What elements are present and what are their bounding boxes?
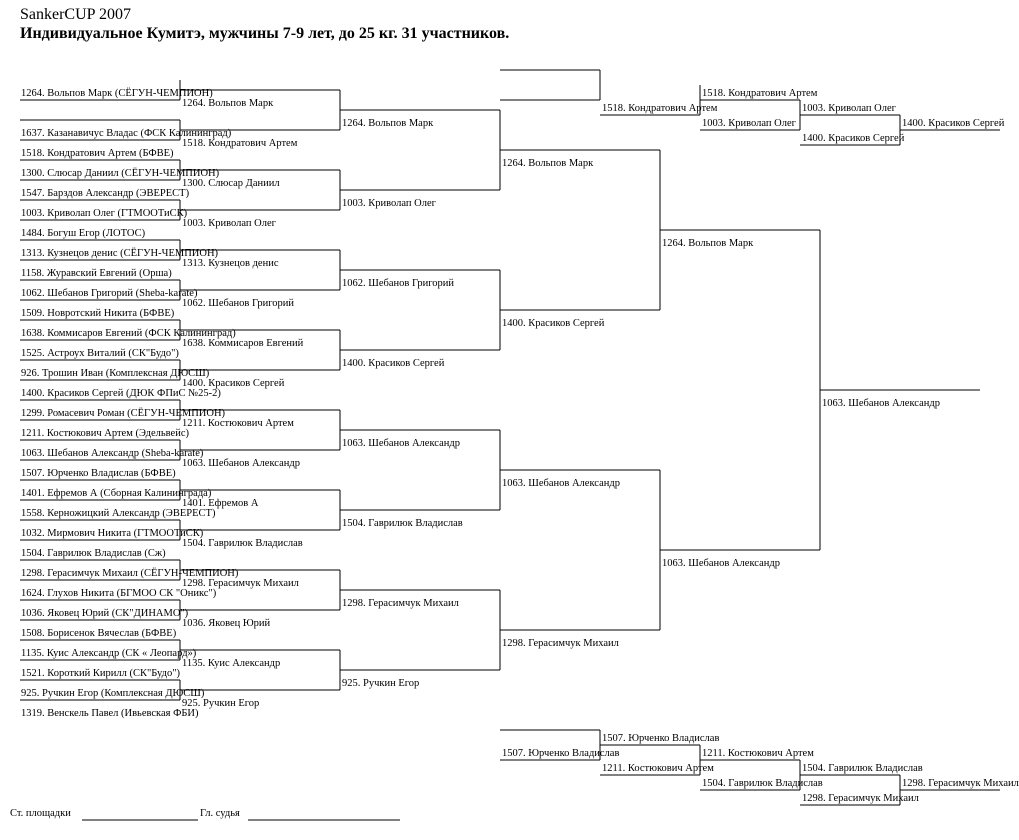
repechage-entry: 1211. Костюкович Артем — [702, 748, 814, 759]
site-official-label: Ст. площадки — [10, 808, 71, 819]
bracket-entry: 1504. Гаврилюк Владислав — [182, 538, 303, 549]
bracket-entry: 1298. Герасимчук Михаил — [182, 578, 299, 589]
bracket-entry: 1507. Юрченко Владислав (БФВЕ) — [21, 468, 176, 479]
bracket-entry: 1401. Ефремов А (Сборная Калининграда) — [21, 488, 212, 499]
bracket-entry: 1504. Гаврилюк Владислав (Сж) — [21, 548, 166, 559]
event-title: SankerCUP 2007 — [20, 6, 131, 23]
bracket-entry: 1508. Борисенок Вячеслав (БФВЕ) — [21, 628, 177, 639]
bracket-entry: 926. Трошин Иван (Комплексная ДЮСШ) — [21, 368, 210, 379]
repechage-entry: 1400. Красиков Сергей — [802, 133, 905, 144]
bracket-entry: 1298. Герасимчук Михаил — [502, 638, 619, 649]
bracket-entry: 1003. Криволап Олег — [182, 218, 276, 229]
repechage-entry: 1298. Герасимчук Михаил — [802, 793, 919, 804]
bracket-entry: 1313. Кузнецов денис — [182, 258, 279, 269]
bracket-entry: 1319. Венскель Павел (Ивьевская ФБИ) — [21, 708, 199, 719]
bracket-entry: 1264. Вольпов Марк — [182, 98, 274, 109]
bracket-entry: 925. Ручкин Егор (Комплексная ДЮСШ) — [21, 688, 205, 699]
bracket-entry: 1003. Криволап Олег — [342, 198, 436, 209]
bracket-entry: 1298. Герасимчук Михаил — [342, 598, 459, 609]
bracket-entry: 1211. Костюкович Артем — [182, 418, 294, 429]
head-judge-label: Гл. судья — [200, 808, 240, 819]
bracket-entry: 1135. Куис Александр — [182, 658, 281, 669]
bracket-entry: 1264. Вольпов Марк — [342, 118, 434, 129]
final-winner: 1063. Шебанов Александр — [822, 398, 940, 409]
repechage-entry: 1003. Криволап Олег — [702, 118, 796, 129]
bracket-entry: 1062. Шебанов Григорий (Sheba-karate) — [21, 288, 198, 299]
bracket-entry: 1264. Вольпов Марк — [502, 158, 594, 169]
bracket-entry: 925. Ручкин Егор — [342, 678, 420, 689]
bracket-entry: 1638. Коммисаров Евгений (ФСК Калинингра… — [21, 328, 236, 339]
bracket-entry: 1062. Шебанов Григорий — [182, 298, 295, 309]
bracket-entry: 1638. Коммисаров Евгений — [182, 338, 304, 349]
bracket-entry: 1062. Шебанов Григорий — [342, 278, 455, 289]
bracket-entry: 1264. Вольпов Марк (СЁГУН-ЧЕМПИОН) — [21, 88, 213, 99]
bracket-entry: 1400. Красиков Сергей — [342, 358, 445, 369]
bracket-entry: 1401. Ефремов А — [182, 498, 259, 509]
bracket-entry: 1032. Мирмович Никита (ГТМООТиСК) — [21, 528, 204, 539]
bracket-entry: 1558. Керножицкий Александр (ЭВЕРЕСТ) — [21, 508, 216, 519]
bracket-entry: 1063. Шебанов Александр — [342, 438, 460, 449]
bracket-entry: 1063. Шебанов Александр — [182, 458, 300, 469]
bracket-entry: 925. Ручкин Егор — [182, 698, 260, 709]
repechage-entry: 1507. Юрченко Владислав — [602, 733, 720, 744]
bracket-entry: 1547. Барздов Александр (ЭВЕРЕСТ) — [21, 188, 190, 199]
bracket-entry: 1063. Шебанов Александр — [662, 558, 780, 569]
repechage-entry: 1518. Кондратович Артем — [702, 88, 818, 99]
bracket-entry: 1313. Кузнецов денис (СЁГУН-ЧЕМПИОН) — [21, 248, 219, 259]
bracket-entry: 1624. Глухов Никита (БГМОО СК "Оникс") — [21, 588, 217, 599]
bracket-entry: 1518. Кондратович Артем — [182, 138, 298, 149]
bracket-entry: 1484. Богуш Егор (ЛОТОС) — [21, 228, 146, 239]
bracket-entry: 1299. Ромасевич Роман (СЁГУН-ЧЕМПИОН) — [21, 408, 226, 419]
bracket-entry: 1400. Красиков Сергей — [182, 378, 285, 389]
bracket-entry: 1637. Казанавичус Владас (ФСК Калинингра… — [21, 128, 232, 139]
bracket-entry: 1521. Короткий Кирилл (СК"Будо") — [21, 668, 181, 679]
bracket-entry: 1264. Вольпов Марк — [662, 238, 754, 249]
bracket-entry: 1063. Шебанов Александр (Sheba-karate) — [21, 448, 204, 459]
bracket-entry: 1158. Журавский Евгений (Орша) — [21, 268, 172, 279]
repechage-entry: 1003. Криволап Олег — [802, 103, 896, 114]
bracket-entry: 1400. Красиков Сергей — [502, 318, 605, 329]
repechage-entry: 1507. Юрченко Владислав — [502, 748, 620, 759]
repechage-entry: 1504. Гаврилюк Владислав — [702, 778, 823, 789]
category-title: Индивидуальное Кумитэ, мужчины 7-9 лет, … — [20, 25, 510, 42]
bracket-entry: 1504. Гаврилюк Владислав — [342, 518, 463, 529]
repechage-entry: 1400. Красиков Сергей — [902, 118, 1005, 129]
bracket-entry: 1400. Красиков Сергей (ДЮК ФПиС №25-2) — [21, 388, 221, 399]
bracket-entry: 1509. Новротский Никита (БФВЕ) — [21, 308, 175, 319]
repechage-entry: 1518. Кондратович Артем — [602, 103, 718, 114]
bracket-entry: 1135. Куис Александр (СК « Леопард») — [21, 648, 197, 659]
bracket-entry: 1300. Слюсар Даниил — [182, 178, 280, 189]
repechage-entry: 1504. Гаврилюк Владислав — [802, 763, 923, 774]
bracket-entry: 1300. Слюсар Даниил (СЁГУН-ЧЕМПИОН) — [21, 168, 220, 179]
bracket-entry: 1036. Яковец Юрий — [182, 618, 271, 629]
bracket-entry: 1518. Кондратович Артем (БФВЕ) — [21, 148, 174, 159]
repechage-entry: 1298. Герасимчук Михаил — [902, 778, 1019, 789]
bracket-entry: 1003. Криволап Олег (ГТМООТиСК) — [21, 208, 188, 219]
bracket-entry: 1298. Герасимчук Михаил (СЁГУН-ЧЕМПИОН) — [21, 568, 239, 579]
bracket-entry: 1063. Шебанов Александр — [502, 478, 620, 489]
bracket-entry: 1525. Астроух Виталий (СК"Будо") — [21, 348, 179, 359]
bracket-entry: 1036. Яковец Юрий (СК"ДИНАМО") — [21, 608, 189, 619]
bracket-entry: 1211. Костюкович Артем (Эдельвейс) — [21, 428, 189, 439]
repechage-entry: 1211. Костюкович Артем — [602, 763, 714, 774]
